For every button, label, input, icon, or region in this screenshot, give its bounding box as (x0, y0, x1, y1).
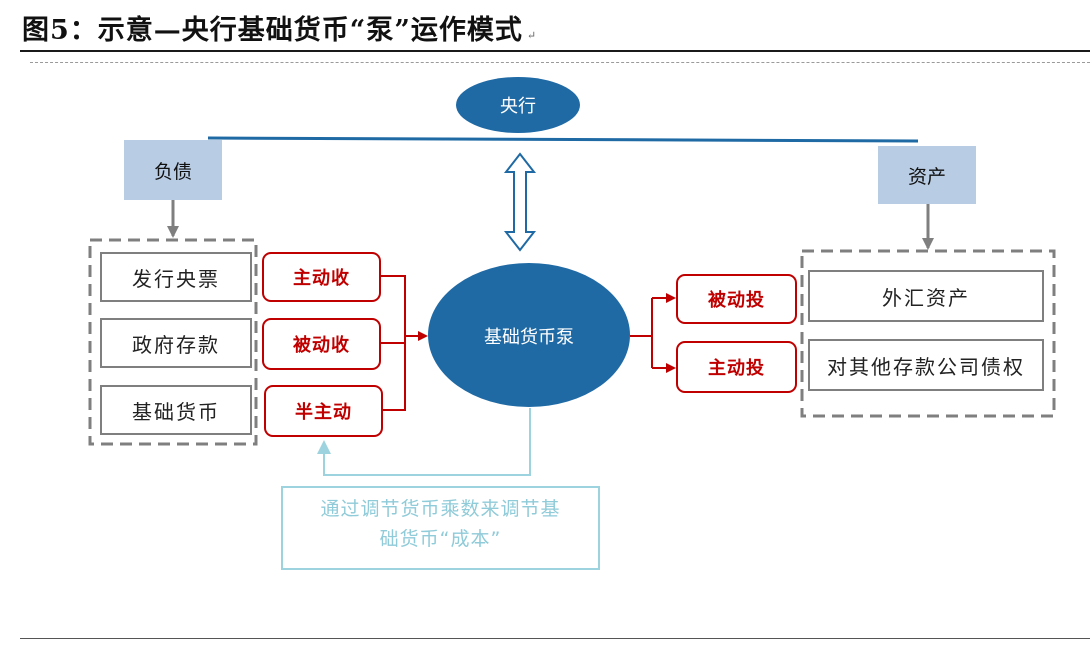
liabilities-header: 负债 (124, 140, 222, 200)
action-active-collect: 主动收 (262, 252, 381, 302)
asset-item-foreign-exchange: 外汇资产 (808, 270, 1044, 322)
figure-title-text: 图5：示意—央行基础货币“泵”运作模式 (22, 15, 523, 46)
central-bank-oval (456, 77, 580, 133)
central-bank-label: 央行 (500, 96, 536, 117)
assets-header: 资产 (878, 146, 976, 204)
action-semi-active: 半主动 (264, 385, 383, 437)
return-mark-icon: ↵ (526, 29, 538, 42)
multiplier-note-line1: 通过调节货币乘数来调节基 (320, 498, 561, 520)
double-arrow-icon (503, 152, 537, 252)
liability-item-government-deposit: 政府存款 (100, 318, 252, 368)
dotted-separator (30, 62, 1090, 63)
asset-item-claims-on-deposit-companies: 对其他存款公司债权 (808, 339, 1044, 391)
bottom-rule (20, 638, 1090, 639)
pump-oval (428, 263, 630, 407)
figure-title: 图5：示意—央行基础货币“泵”运作模式↵ (22, 8, 537, 47)
liabilities-group-border (88, 238, 258, 446)
connector-semi-active (383, 336, 406, 411)
action-passive-collect: 被动收 (262, 318, 381, 370)
assets-group-border (800, 249, 1056, 418)
pump-label: 基础货币泵 (484, 327, 574, 348)
liability-item-central-bill: 发行央票 (100, 252, 252, 302)
action-active-invest: 主动投 (676, 341, 797, 393)
balance-sheet-line (207, 136, 919, 143)
multiplier-note: 通过调节货币乘数来调节基 础货币“成本” (281, 486, 600, 570)
title-rule (20, 50, 1090, 52)
action-passive-invest: 被动投 (676, 274, 797, 324)
liability-item-base-money: 基础货币 (100, 385, 252, 435)
connector-active-collect (381, 275, 406, 336)
multiplier-note-line2: 础货币“成本” (379, 528, 502, 550)
feedback-connector (317, 408, 531, 476)
